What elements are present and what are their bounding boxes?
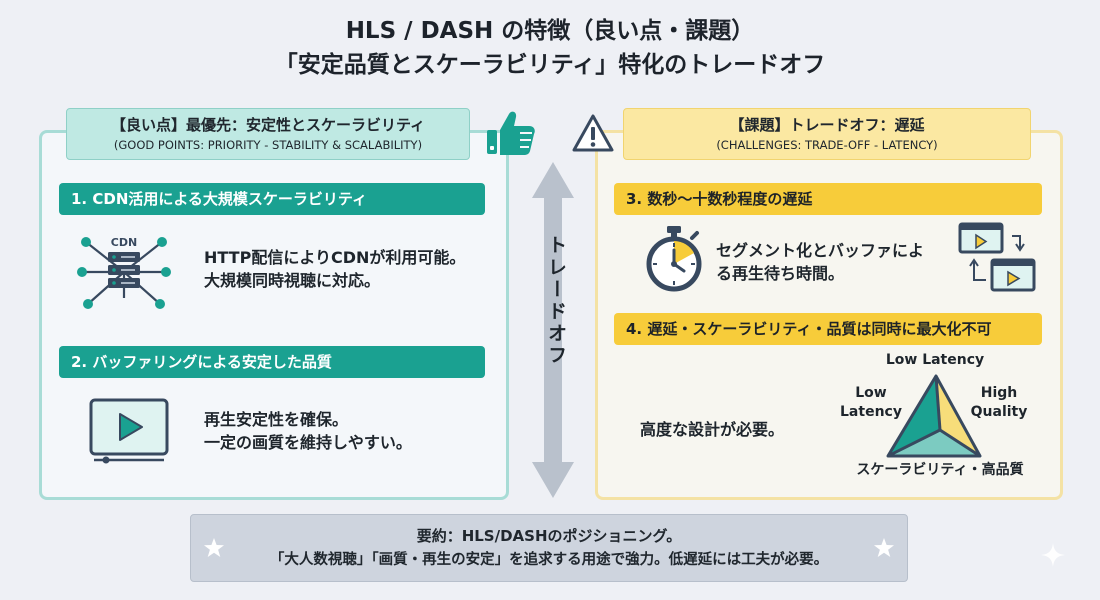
triangle-label-left-line-1: Low [855,385,887,401]
section-1-text: HTTP配信によりCDNが利用可能。 大規模同時視聴に対応。 [204,246,465,292]
section-2-text-line-2: 一定の画質を維持しやすい。 [204,433,412,452]
thumbs-up-icon [487,111,535,155]
challenges-header: 【課題】トレードオフ：遅延 (CHALLENGES: TRADE-OFF - L… [623,108,1031,160]
page-title: HLS / DASH の特徴（良い点・課題） 「安定品質とスケーラビリティ」特化… [0,14,1100,82]
section-1-text-line-1: HTTP配信によりCDNが利用可能。 [204,248,466,267]
double-arrow-icon [532,162,574,498]
section-1-heading: 1. CDN活用による大規模スケーラビリティ [59,183,485,215]
section-3-text: セグメント化とバッファによ る再生待ち時間。 [716,239,924,285]
star-icon [874,538,894,557]
title-line-1: HLS / DASH の特徴（良い点・課題） [345,18,755,44]
section-2-text: 再生安定性を確保。 一定の画質を維持しやすい。 [204,408,412,454]
triangle-label-top: Low Latency [885,352,985,368]
sparkle-icon [1041,543,1065,567]
triangle-label-bottom: スケーラビリティ・高品質 [856,462,1024,478]
section-2-heading: 2. バッファリングによる安定した品質 [59,346,485,378]
summary-line-2: 「大人数視聴」「画質・再生の安定」を追求する用途で強力。低遅延には工夫が必要。 [269,552,829,568]
triangle-label-left: Low Latency [836,384,906,422]
section-4-text: 高度な設計が必要。 [640,420,785,439]
summary-box: 要約：HLS/DASHのポジショニング。 「大人数視聴」「画質・再生の安定」を追… [190,514,908,582]
video-segments-icon [958,222,1036,292]
star-icon [204,538,224,557]
section-2-text-line-1: 再生安定性を確保。 [204,410,349,429]
section-3-text-line-2: る再生待ち時間。 [716,264,845,283]
triangle-label-right: High Quality [966,384,1032,422]
section-3-text-line-1: セグメント化とバッファによ [716,241,925,260]
triangle-label-left-line-2: Latency [840,404,902,420]
cdn-icon-label: CDN [111,236,137,249]
triangle-label-right-line-1: High [980,385,1018,401]
summary-line-1: 要約：HLS/DASHのポジショニング。 [416,527,682,545]
challenges-header-subtitle: (CHALLENGES: TRADE-OFF - LATENCY) [716,138,938,152]
good-points-header: 【良い点】最優先：安定性とスケーラビリティ (GOOD POINTS: PRIO… [66,108,470,160]
warning-icon [572,114,614,152]
trade-off-label: トレードオフ [545,235,567,367]
triangle-label-right-line-2: Quality [970,404,1028,420]
good-points-header-subtitle: (GOOD POINTS: PRIORITY - STABILITY & SCA… [113,138,423,152]
video-player-icon [89,398,169,464]
good-points-header-title: 【良い点】最優先：安定性とスケーラビリティ [110,116,426,134]
trade-off-triangle-icon [886,374,982,458]
title-line-2: 「安定品質とスケーラビリティ」特化のトレードオフ [274,52,826,78]
cdn-network-icon: CDN [77,236,171,309]
section-1-text-line-2: 大規模同時視聴に対応。 [204,271,381,290]
section-3-heading: 3. 数秒〜十数秒程度の遅延 [614,183,1042,215]
section-4-heading: 4. 遅延・スケーラビリティ・品質は同時に最大化不可 [614,313,1042,345]
stopwatch-icon [646,226,702,292]
challenges-header-title: 【課題】トレードオフ：遅延 [729,116,925,134]
